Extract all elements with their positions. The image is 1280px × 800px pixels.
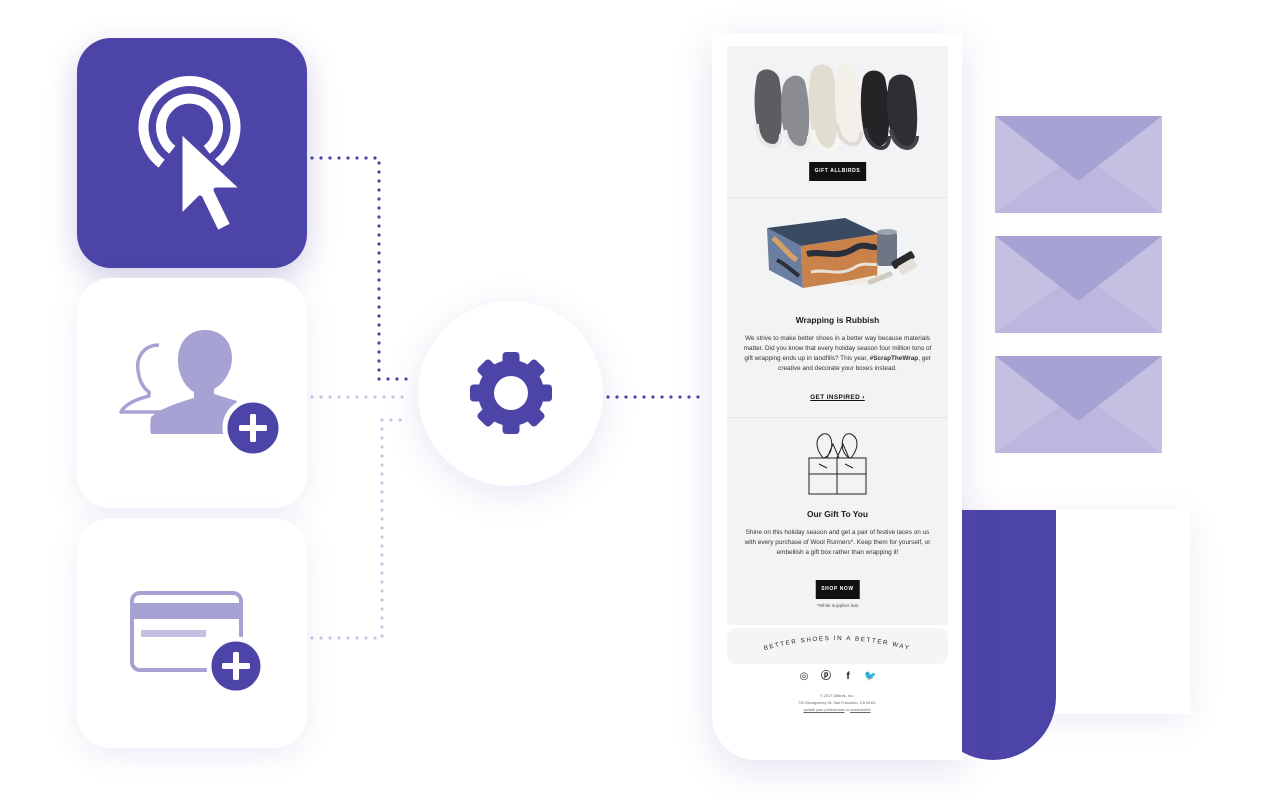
gift-title: Our Gift To You bbox=[807, 509, 868, 519]
decorative-arch-shape bbox=[1056, 510, 1190, 714]
get-inspired-link[interactable]: GET INSPIRED › bbox=[810, 394, 865, 401]
painted-gift-box-image bbox=[767, 218, 917, 288]
envelope-icon bbox=[995, 116, 1162, 213]
gift-body: Shine on this holiday season and get a p… bbox=[744, 529, 931, 556]
envelope-icon bbox=[995, 236, 1162, 333]
twitter-icon[interactable]: 🐦 bbox=[864, 671, 877, 682]
facebook-icon[interactable]: f bbox=[846, 671, 850, 682]
supplies-footnote: *While supplies last bbox=[816, 604, 859, 609]
click-target-cursor-icon bbox=[138, 76, 247, 236]
email-section-shoes: GIFT ALLBIRDS bbox=[727, 46, 948, 198]
social-links: ◎ ⓟ f 🐦 bbox=[712, 666, 962, 684]
preferences-line: update your preferences or unsubscribe bbox=[803, 708, 871, 712]
trigger-card-add-payment[interactable] bbox=[77, 518, 307, 748]
gift-box-laces-illustration bbox=[808, 433, 867, 495]
shop-now-button[interactable]: SHOP NOW bbox=[815, 580, 860, 599]
email-preview: GIFT ALLBIRDS Wrapping is Rubbish We str… bbox=[712, 33, 962, 760]
wrapping-body: We strive to make better shoes in a bett… bbox=[743, 335, 932, 372]
automation-hub[interactable] bbox=[418, 301, 603, 486]
wrapping-title: Wrapping is Rubbish bbox=[795, 315, 880, 325]
unsubscribe-link[interactable]: unsubscribe bbox=[850, 708, 871, 712]
envelope-icon bbox=[995, 356, 1162, 453]
connector-top-card bbox=[310, 156, 409, 381]
update-preferences-link[interactable]: update your preferences bbox=[803, 708, 845, 712]
trigger-card-click[interactable] bbox=[77, 38, 307, 268]
brand-tagline: BETTER SHOES IN A BETTER WAY bbox=[727, 628, 948, 664]
add-payment-card-icon bbox=[130, 591, 266, 696]
copyright-text: © 2017 Allbirds, Inc. bbox=[820, 694, 854, 698]
instagram-icon[interactable]: ◎ bbox=[799, 671, 809, 682]
address-text: 730 Montgomery St. San Francisco, CA 941… bbox=[798, 701, 876, 705]
connector-bottom-card bbox=[310, 418, 409, 640]
trigger-card-add-users[interactable] bbox=[77, 278, 307, 508]
email-section-wrapping: Wrapping is Rubbish We strive to make be… bbox=[727, 198, 948, 418]
add-users-icon bbox=[119, 330, 284, 459]
shoes-lineup-image bbox=[754, 64, 919, 153]
email-section-gift: Our Gift To You Shine on this holiday se… bbox=[727, 418, 948, 625]
gear-icon bbox=[470, 352, 552, 434]
gift-allbirds-button[interactable]: GIFT ALLBIRDS bbox=[808, 162, 867, 181]
pinterest-icon[interactable]: ⓟ bbox=[821, 671, 831, 682]
